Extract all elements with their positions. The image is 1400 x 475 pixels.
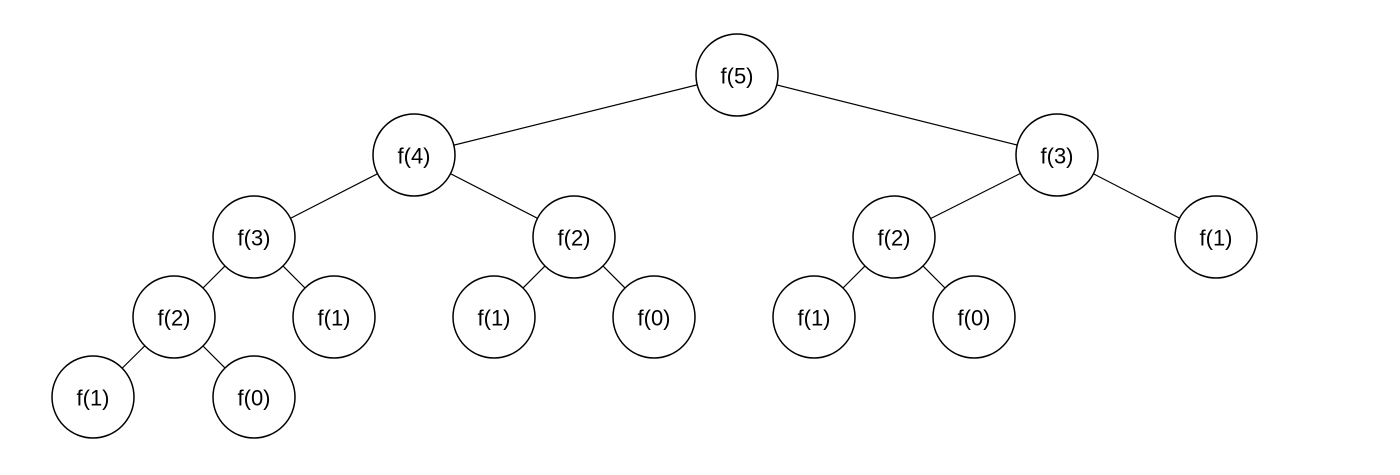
- node-label-f3: f(3): [238, 226, 271, 251]
- tree-node-14-f0: f(0): [212, 355, 296, 439]
- tree-edge-n0-n1: [413, 74, 738, 156]
- tree-node-1-f4: f(4): [372, 113, 456, 197]
- node-circle-f2: [132, 275, 216, 359]
- node-label-f0: f(0): [238, 386, 271, 411]
- tree-node-10-f0: f(0): [612, 275, 696, 359]
- tree-node-11-f1: f(1): [772, 275, 856, 359]
- tree-node-0-f5: f(5): [695, 33, 779, 117]
- node-label-f3: f(3): [1041, 144, 1074, 169]
- node-circle-f3: [212, 195, 296, 279]
- node-circle-f5: [695, 33, 779, 117]
- node-label-f2: f(2): [158, 306, 191, 331]
- tree-node-2-f3: f(3): [1015, 113, 1099, 197]
- node-circle-f1: [51, 355, 135, 439]
- node-label-f1: f(1): [77, 386, 110, 411]
- tree-node-8-f1: f(1): [292, 275, 376, 359]
- tree-node-9-f1: f(1): [452, 275, 536, 359]
- tree-node-6-f1: f(1): [1174, 195, 1258, 279]
- node-label-f2: f(2): [878, 226, 911, 251]
- node-circle-f0: [932, 275, 1016, 359]
- tree-node-5-f2: f(2): [852, 195, 936, 279]
- tree-node-13-f1: f(1): [51, 355, 135, 439]
- tree-node-12-f0: f(0): [932, 275, 1016, 359]
- node-circle-f1: [1174, 195, 1258, 279]
- node-label-f1: f(1): [318, 306, 351, 331]
- node-label-f1: f(1): [478, 306, 511, 331]
- node-circle-f1: [772, 275, 856, 359]
- node-label-f2: f(2): [558, 226, 591, 251]
- node-label-f0: f(0): [958, 306, 991, 331]
- node-circle-f0: [212, 355, 296, 439]
- node-label-f5: f(5): [721, 64, 754, 89]
- tree-node-7-f2: f(2): [132, 275, 216, 359]
- node-label-f1: f(1): [1200, 226, 1233, 251]
- node-circle-f2: [852, 195, 936, 279]
- node-label-f1: f(1): [798, 306, 831, 331]
- tree-edge-n0-n2: [736, 74, 1058, 156]
- node-circle-f1: [292, 275, 376, 359]
- node-circle-f2: [532, 195, 616, 279]
- tree-node-4-f2: f(2): [532, 195, 616, 279]
- node-circle-f0: [612, 275, 696, 359]
- tree-node-3-f3: f(3): [212, 195, 296, 279]
- node-label-f0: f(0): [638, 306, 671, 331]
- node-label-f4: f(4): [398, 144, 431, 169]
- node-circle-f1: [452, 275, 536, 359]
- node-circle-f4: [372, 113, 456, 197]
- node-circle-f3: [1015, 113, 1099, 197]
- nodes-layer: f(5) f(4) f(3) f(3) f(2) f(2) f(1) f(2) f(1) f(1)…: [51, 33, 1258, 439]
